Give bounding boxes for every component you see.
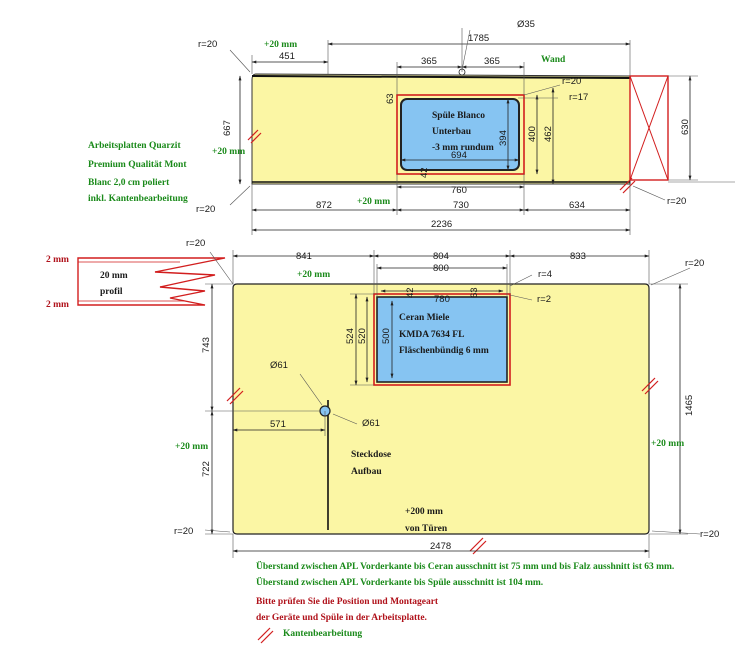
lower-dim-1465: 1465 — [684, 395, 695, 416]
lower-dim-841: 841 — [296, 251, 312, 262]
upper-dim-730: 730 — [453, 200, 469, 211]
upper-dim-760: 760 — [451, 185, 467, 196]
upper-dim-r17: r=17 — [569, 92, 588, 103]
lower-dim-520: 520 — [357, 328, 368, 344]
wall-cross-b — [629, 75, 669, 181]
lower-dim-d61a: Ø61 — [270, 360, 288, 371]
legend-label: Kantenbearbeitung — [283, 629, 363, 639]
lower-corner-br: r=20 — [700, 529, 719, 540]
cooktop-line-2: KMDA 7634 FL — [399, 330, 464, 340]
lower-dim-804: 804 — [433, 251, 449, 262]
material-line-1: Arbeitsplatten Quarzit — [88, 141, 181, 151]
lower-dim-r2: r=2 — [537, 294, 551, 305]
lower-plus-top: +20 mm — [297, 270, 330, 280]
lower-edge-marks — [226, 377, 659, 555]
material-line-2: Premium Qualität Mont — [88, 160, 187, 170]
upper-dim-42: 42 — [419, 167, 430, 178]
lower-dim-800: 800 — [433, 263, 449, 274]
lower-dim-743: 743 — [201, 337, 212, 353]
lower-dim-500: 500 — [381, 328, 392, 344]
cooktop-line-1: Ceran Miele — [399, 313, 449, 323]
profile-line-1: 20 mm — [100, 271, 128, 281]
profile-thick-top: 2 mm — [46, 255, 69, 265]
upper-countertop — [229, 28, 735, 235]
upper-back-edge — [251, 75, 631, 79]
upper-dim-634: 634 — [569, 200, 585, 211]
note-line-2: Überstand zwischen APL Vorderkante bis S… — [256, 578, 544, 588]
upper-plus-left: +20 mm — [212, 147, 245, 157]
upper-corner-br: r=20 — [667, 196, 686, 207]
upper-dim-694: 694 — [451, 150, 467, 161]
socket-line-2: Aufbau — [351, 467, 382, 477]
sink-outer-cutout — [396, 94, 525, 175]
lower-dim-780: 780 — [434, 294, 450, 305]
upper-dim-630: 630 — [680, 119, 691, 135]
lower-corner-tl: r=20 — [186, 238, 205, 249]
profile-line-2: profil — [100, 287, 123, 297]
profile-detail — [77, 257, 226, 306]
cooktop-line-3: Fläschenbündig 6 mm — [399, 346, 489, 356]
material-line-4: inkl. Kantenbearbeitung — [88, 194, 188, 204]
upper-dim-365a: 365 — [421, 56, 437, 67]
lower-bottom-line-2: von Türen — [405, 524, 448, 534]
lower-plus-left: +20 mm — [175, 442, 208, 452]
lower-dim-2478: 2478 — [430, 541, 451, 552]
upper-dim-462: 462 — [543, 126, 554, 142]
upper-wall-label: Wand — [541, 55, 566, 65]
cooktop-cutout — [376, 296, 508, 383]
lower-dim-r4: r=4 — [538, 269, 552, 280]
sink-line-1: Spüle Blanco — [432, 111, 485, 121]
profile-shape — [77, 257, 226, 306]
upper-dim-667: 667 — [222, 120, 233, 136]
note-line-3: Bitte prüfen Sie die Position und Montag… — [256, 597, 439, 607]
profile-thick-bottom: 2 mm — [46, 300, 69, 310]
lower-bottom-line-1: +200 mm — [405, 507, 443, 517]
upper-edge-marks — [247, 129, 636, 194]
sink-line-3: -3 mm rundum — [432, 143, 494, 153]
lower-plus-right: +20 mm — [651, 439, 684, 449]
lower-dim-63: 63 — [469, 287, 480, 298]
lower-dim-833: 833 — [570, 251, 586, 262]
upper-dim-diameter: Ø35 — [517, 19, 535, 30]
upper-dim-2236: 2236 — [431, 219, 452, 230]
lower-dim-524: 524 — [345, 328, 356, 344]
upper-plus-top: +20 mm — [264, 40, 297, 50]
upper-dim-365b: 365 — [484, 56, 500, 67]
sink-cutout — [400, 98, 520, 171]
sink-line-2: Unterbau — [432, 127, 472, 137]
upper-dim-872: 872 — [316, 200, 332, 211]
lower-top-plate — [232, 283, 650, 535]
lower-countertop — [204, 250, 701, 558]
socket-line-1: Steckdose — [351, 450, 391, 460]
cooktop-outer-cutout — [373, 293, 511, 386]
upper-dim-400: 400 — [527, 126, 538, 142]
upper-dim-451: 451 — [279, 51, 295, 62]
material-line-3: Blanc 2,0 cm poliert — [88, 178, 170, 188]
lower-dim-571: 571 — [270, 419, 286, 430]
legend-edge-mark — [257, 627, 274, 644]
lower-corner-bl: r=20 — [174, 526, 193, 537]
upper-dim-394: 394 — [498, 130, 509, 146]
upper-dim-63: 63 — [385, 93, 396, 104]
note-line-1: Überstand zwischen APL Vorderkante bis C… — [256, 562, 675, 572]
lower-dim-42: 42 — [405, 287, 416, 298]
upper-dim-r20-sink: r=20 — [562, 76, 581, 87]
upper-corner-tl: r=20 — [198, 39, 217, 50]
lower-corner-tr: r=20 — [685, 258, 704, 269]
upper-plus-bottom: +20 mm — [357, 197, 390, 207]
upper-corner-bl: r=20 — [196, 204, 215, 215]
note-line-4: der Geräte und Spüle in der Arbeitsplatt… — [256, 613, 427, 623]
upper-dim-1785: 1785 — [468, 33, 489, 44]
lower-dim-d61b: Ø61 — [362, 418, 380, 429]
lower-dim-722: 722 — [201, 461, 212, 477]
